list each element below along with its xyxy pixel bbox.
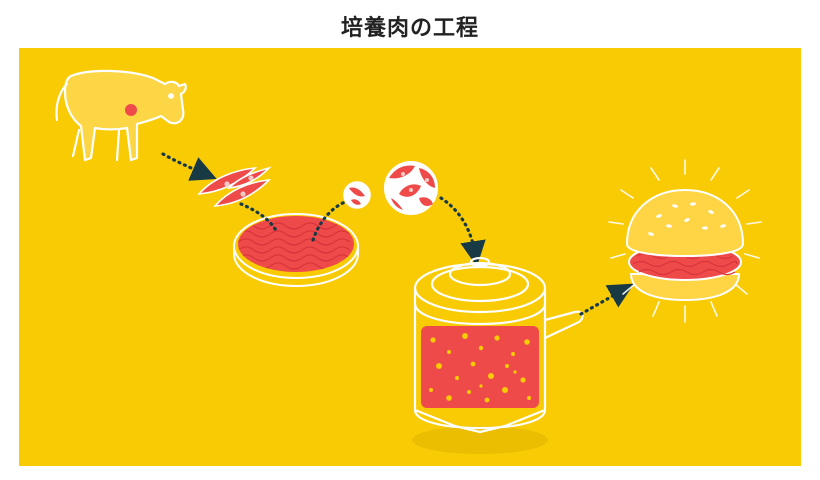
petri-dish-icon: [233, 213, 359, 287]
arrow-cells-to-dish: [239, 202, 279, 234]
cow-icon: [55, 69, 187, 162]
cow-biopsy-spot: [125, 104, 137, 116]
arrow-dish-to-cells-sphere: [311, 200, 347, 242]
arrow-cow-to-cells: [161, 152, 217, 181]
arrow-bioreactor-to-burger: [579, 283, 635, 316]
muscle-cells-icon: [197, 166, 272, 207]
cell-sphere-icon: [384, 161, 438, 215]
process-illustration: [19, 48, 801, 466]
page-title: 培養肉の工程: [340, 16, 479, 41]
burger-icon: [608, 159, 762, 323]
arrow-sphere-to-bioreactor: [439, 196, 486, 267]
bioreactor-icon: [412, 256, 584, 454]
small-cell-sphere-icon: [343, 181, 371, 209]
